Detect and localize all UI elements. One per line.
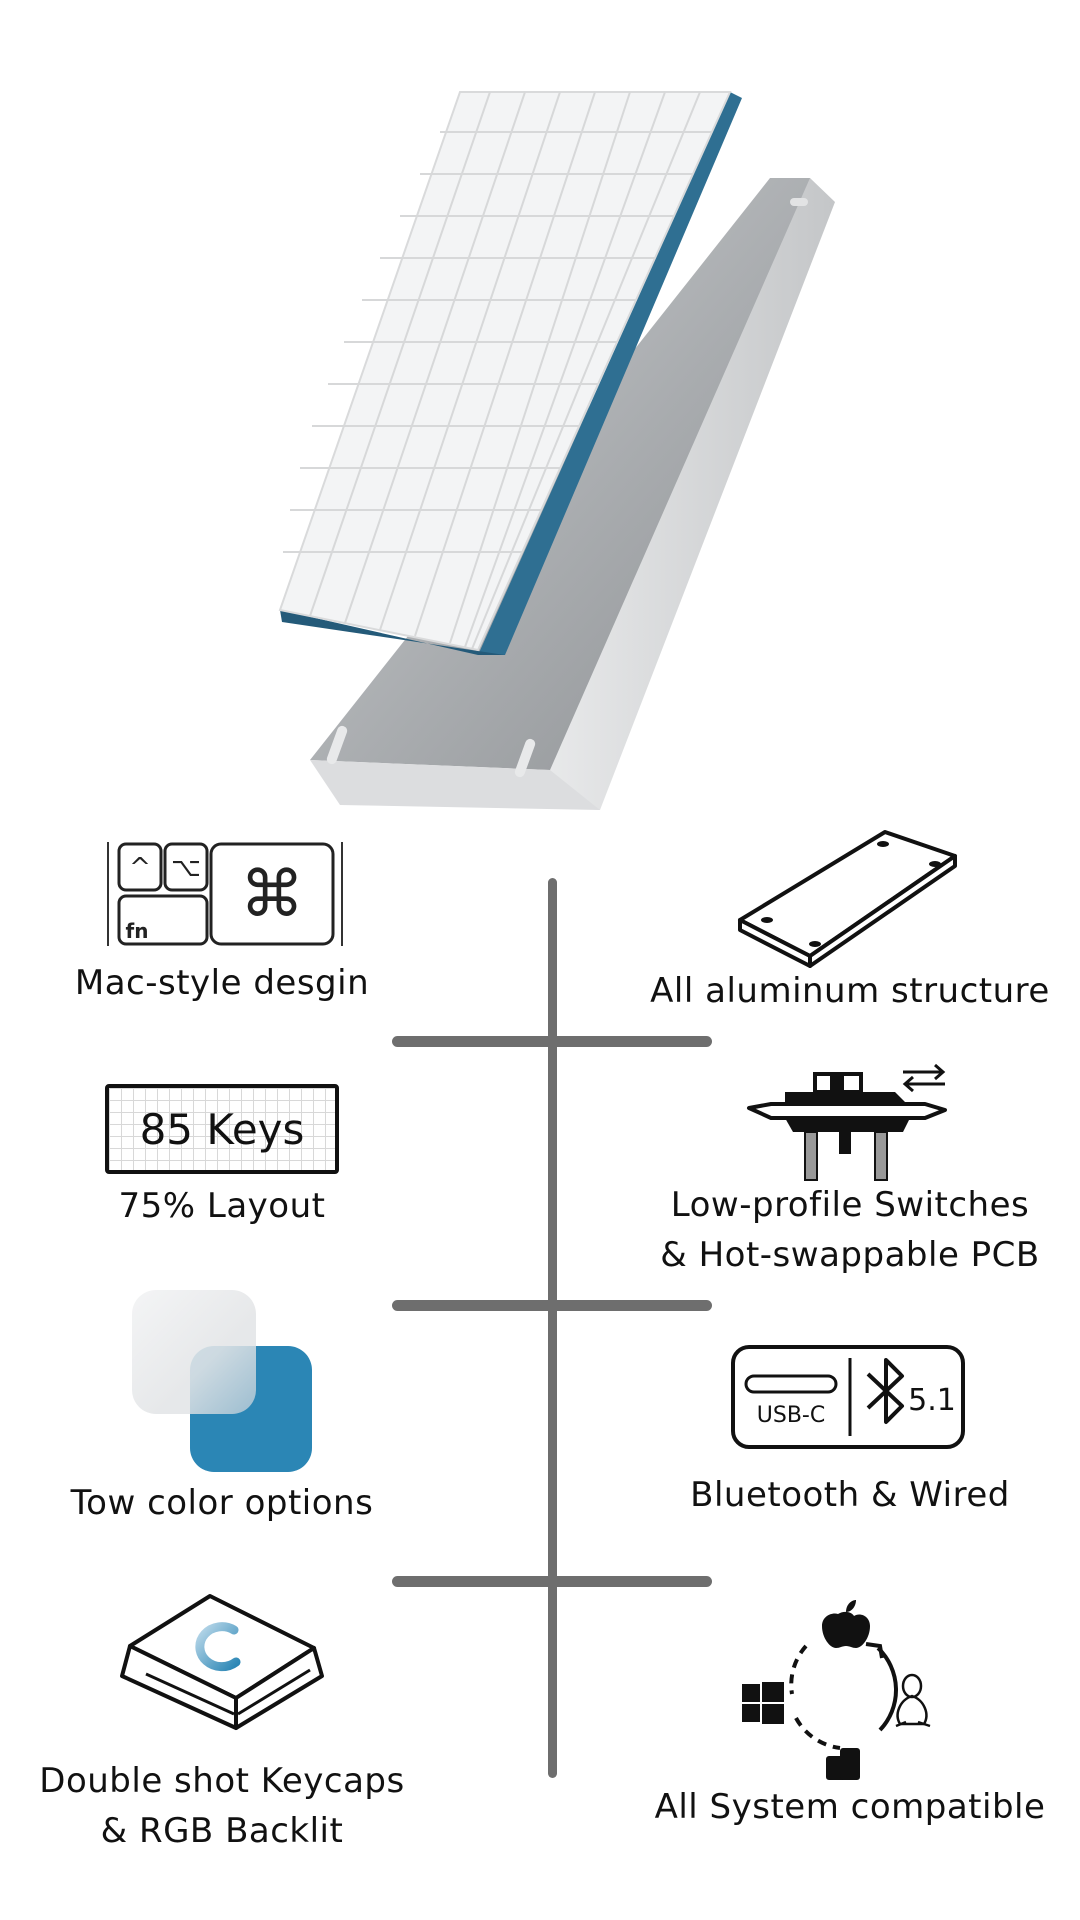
- svg-text:USB-C: USB-C: [757, 1403, 825, 1428]
- keys-grid-icon: 85 Keys: [105, 1084, 339, 1174]
- keycaps-label-1: Double shot Keycaps: [39, 1761, 405, 1801]
- keycaps-label-2: & RGB Backlit: [100, 1811, 344, 1851]
- windows-icon: [742, 1682, 784, 1724]
- colors-label: Tow color options: [70, 1483, 374, 1523]
- connectivity-icon: USB-C 5.1: [731, 1345, 965, 1449]
- row-divider-3: [392, 1576, 712, 1587]
- switch-icon: [747, 1063, 947, 1181]
- keyboard-product-image: [278, 91, 835, 810]
- mac-keys-icon: ^ ⌥ ⌘ fn: [107, 842, 343, 946]
- keycap-icon: [120, 1594, 324, 1730]
- svg-text:⌘: ⌘: [240, 858, 304, 932]
- svg-text:^: ^: [129, 853, 151, 883]
- color-swatch-icon: [132, 1290, 316, 1478]
- row-divider-1: [392, 1036, 712, 1047]
- svg-text:fn: fn: [126, 919, 149, 943]
- os-cycle-icon: [742, 1600, 931, 1780]
- keys-count-text: 85 Keys: [139, 1104, 305, 1154]
- mac-style-label: Mac-style desgin: [74, 963, 370, 1003]
- switches-label-2: & Hot-swappable PCB: [660, 1235, 1040, 1275]
- connectivity-label: Bluetooth & Wired: [690, 1475, 1010, 1515]
- linux-icon: [895, 1673, 931, 1728]
- row-divider-2: [392, 1300, 712, 1311]
- switches-label-1: Low-profile Switches: [670, 1185, 1030, 1225]
- systems-label: All System compatible: [654, 1787, 1046, 1827]
- svg-text:⌥: ⌥: [171, 853, 201, 883]
- svg-text:5.1: 5.1: [908, 1383, 956, 1418]
- aluminum-case-icon: [738, 830, 957, 968]
- layout-label: 75% Layout: [118, 1186, 326, 1226]
- apple-icon: [822, 1600, 870, 1648]
- center-divider: [548, 878, 557, 1778]
- aluminum-label: All aluminum structure: [650, 971, 1050, 1011]
- devices-icon: [826, 1748, 860, 1780]
- white-swatch: [132, 1290, 256, 1414]
